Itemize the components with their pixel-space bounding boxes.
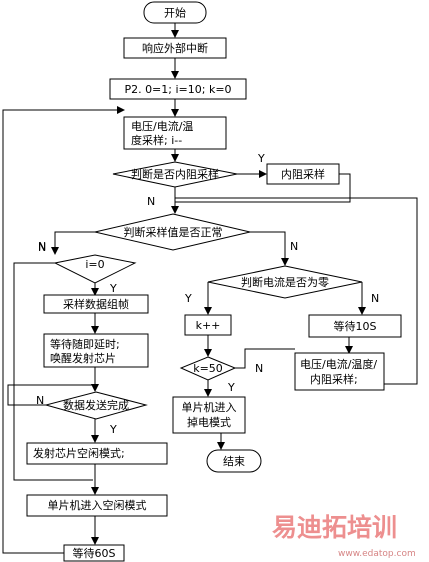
end-label: 结束 [223,455,245,468]
node-tx-idle: 发射芯片空闲模式; [26,442,168,465]
loop-send-no [7,384,93,406]
label-n-internal: N [147,195,155,208]
node-powerdown: 单片机进入 掉电模式 [172,396,246,434]
label-y-i0: Y [109,282,117,295]
node-wait10: 等待10S [308,314,402,338]
node-wait60: 等待60S [63,544,125,562]
tx-idle-label: 发射芯片空闲模式; [33,446,125,460]
wait60-label: 等待60S [73,546,116,560]
node-sample: 电压/电流/温 度采样; i-- [123,116,227,150]
mcu-idle-label: 单片机进入空闲模式 [48,498,147,512]
connectors [2,23,418,554]
label-n-k50: N [255,362,263,375]
node-judge-internal: 判断是否内阻采样 [112,161,238,188]
node-internal-sample: 内阻采样 [266,163,340,185]
node-judge-normal: 判断采样值是否正常 [94,213,251,251]
label-n-i0: N [38,240,46,253]
judge-normal-label: 判断采样值是否正常 [124,225,223,239]
loop-i0-no [13,262,93,481]
node-judge-current: 判断电流是否为零 [207,265,363,299]
watermark: 易迪拓培训 www.edatop.com [272,513,416,559]
loop-resample-back [175,197,418,385]
delay-label-2: 唤醒发射芯片 [50,351,116,365]
node-end: 结束 [206,449,262,473]
label-n-send: N [36,394,44,407]
watermark-url: www.edatop.com [338,549,416,559]
branch-labels: Y N N N N Y Y N N Y Y N [36,152,379,436]
node-k50: k=50 [179,356,237,381]
node-resample: 电压/电流/温度/ 内阻采样; [294,352,385,391]
i-zero-label: i=0 [85,258,104,271]
loop-wait60-back [2,106,125,554]
judge-current-label: 判断电流是否为零 [241,275,329,289]
label-n-normal: N [38,241,46,254]
node-frame: 采样数据组帧 [43,294,149,314]
label-y-send: Y [109,423,117,436]
interrupt-label: 响应外部中断 [142,41,208,55]
node-mcu-idle: 单片机进入空闲模式 [26,494,168,517]
label-y-current: Y [184,292,192,305]
label-y-internal: Y [257,152,265,165]
init-label: P2. 0=1; i=10; k=0 [124,83,231,96]
internal-sample-label: 内阻采样 [281,167,325,181]
arrow-k50-no [235,348,295,369]
sample-label-2: 度采样; i-- [131,133,182,147]
powerdown-label-2: 掉电模式 [187,415,231,429]
start-label: 开始 [164,6,186,20]
node-init: P2. 0=1; i=10; k=0 [109,78,247,100]
kpp-label: k++ [196,319,221,332]
powerdown-label-1: 单片机进入 [182,400,237,414]
send-done-label: 数据发送完成 [63,398,129,412]
arrow-normal-to-i0 [51,231,95,255]
delay-label-1: 等待随即延时; [50,337,120,351]
watermark-brand: 易迪拓培训 [272,513,397,542]
node-i-zero: i=0 [53,254,137,284]
resample-label-2: 内阻采样; [310,372,358,386]
loop-internal-back [175,173,351,203]
sample-label-1: 电压/电流/温 [131,119,193,133]
node-kpp: k++ [184,314,232,336]
k50-label: k=50 [193,362,223,375]
node-send-done: 数据发送完成 [44,391,148,420]
node-delay: 等待随即延时; 唤醒发射芯片 [43,333,149,368]
label-y-normal: N [290,240,298,253]
resample-label-1: 电压/电流/温度/ [300,357,377,371]
label-y-k50: Y [227,381,235,394]
node-interrupt: 响应外部中断 [123,37,227,59]
node-start: 开始 [143,1,207,24]
judge-internal-label: 判断是否内阻采样 [131,167,219,181]
label-n-current: N [371,292,379,305]
arrow-normal-to-current [250,231,289,266]
frame-label: 采样数据组帧 [63,297,129,311]
wait10-label: 等待10S [334,319,377,333]
